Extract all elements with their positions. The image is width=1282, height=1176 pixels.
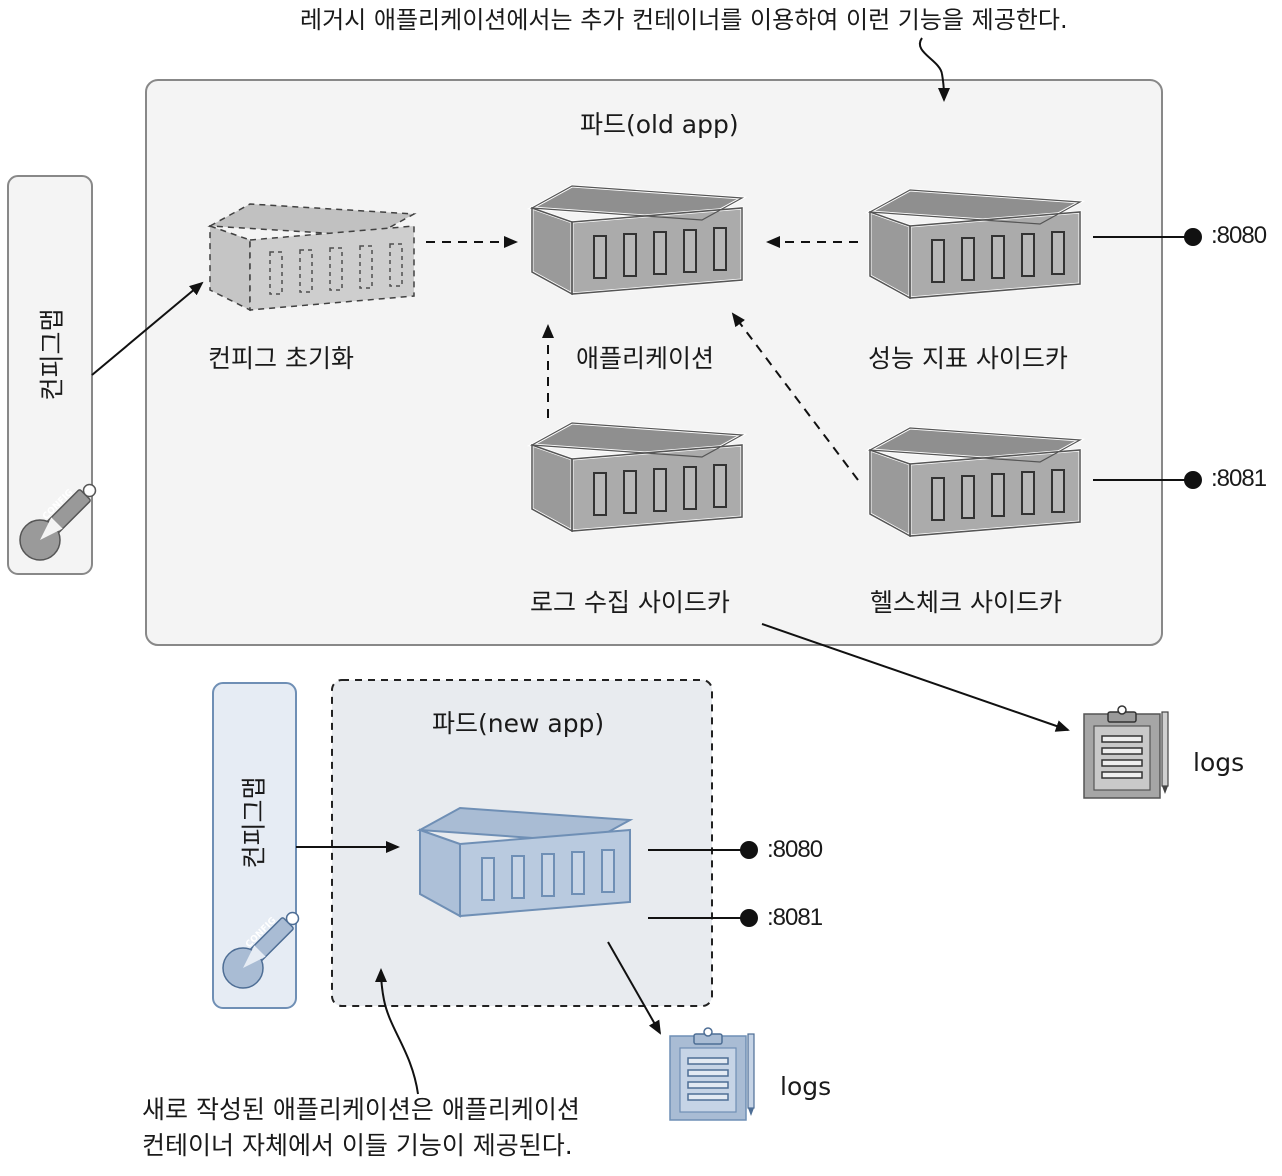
logs-clipboard-icon	[1083, 705, 1169, 799]
port-dot	[1184, 228, 1202, 246]
health-sidecar-label: 헬스체크 사이드카	[870, 588, 1062, 617]
top-note-pointer	[918, 37, 950, 102]
metrics-sidecar-container	[868, 188, 1082, 300]
port-dot	[740, 841, 758, 859]
port-dot	[1184, 471, 1202, 489]
metrics-sidecar-label: 성능 지표 사이드카	[868, 344, 1068, 373]
bottom-note: 새로 작성된 애플리케이션은 애플리케이션 컨테이너 자체에서 이들 기능이 제…	[142, 1092, 580, 1165]
old-pod-title: 파드(old app)	[580, 110, 739, 139]
logs-label: logs	[1193, 748, 1245, 777]
new-pod-title: 파드(new app)	[432, 709, 605, 738]
bottom-note-line1: 새로 작성된 애플리케이션은 애플리케이션	[142, 1095, 580, 1124]
health-port-label: :8081	[1211, 465, 1267, 492]
top-note: 레거시 애플리케이션에서는 추가 컨테이너를 이용하여 이런 기능을 제공한다.	[300, 6, 1068, 34]
bottom-note-pointer	[375, 968, 419, 1095]
health-sidecar-container	[868, 426, 1082, 538]
new-app-to-logs-arrow	[607, 941, 661, 1035]
new-logs-label: logs	[780, 1072, 832, 1101]
bottom-note-line2: 컨테이너 자체에서 이들 기능이 제공된다.	[142, 1131, 573, 1161]
new-health-port-label: :8081	[767, 904, 823, 931]
configmap-label-bottom: 컨피그맵	[239, 776, 269, 869]
app-label: 애플리케이션	[576, 344, 715, 373]
log-sidecar-label: 로그 수집 사이드카	[530, 588, 730, 617]
new-app-container	[419, 807, 631, 917]
app-container	[530, 184, 744, 296]
configmap-label-top: 컨피그맵	[37, 308, 67, 401]
log-to-logs-arrow	[761, 623, 1070, 732]
configmap-to-init-arrow	[91, 281, 204, 376]
metrics-port-label: :8080	[1211, 222, 1267, 249]
new-metrics-port-label: :8080	[767, 836, 823, 863]
log-sidecar-container	[530, 421, 744, 533]
config-init-container	[207, 203, 417, 312]
config-init-label: 컨피그 초기화	[208, 344, 354, 373]
port-dot	[740, 909, 758, 927]
logs-clipboard-icon	[669, 1027, 755, 1121]
health-to-app-arrow	[731, 312, 859, 481]
